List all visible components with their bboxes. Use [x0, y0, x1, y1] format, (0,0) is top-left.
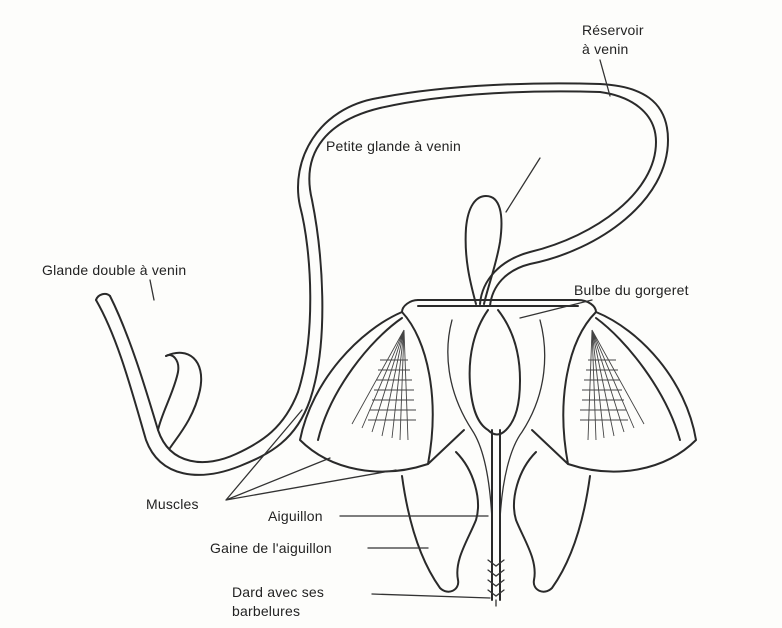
label-sheath: Gaine de l'aiguillon — [210, 540, 332, 557]
label-small-venom-gland: Petite glande à venin — [326, 138, 461, 155]
right-muscle-plate — [532, 312, 696, 472]
label-double-venom-gland: Glande double à venin — [42, 262, 186, 279]
venom-reservoir — [480, 84, 668, 306]
sting-sheath — [402, 452, 590, 592]
label-reservoir-line1: Réservoir — [582, 22, 644, 39]
label-muscles: Muscles — [146, 496, 199, 513]
sting-shaft — [488, 430, 504, 606]
label-bulb: Bulbe du gorgeret — [574, 282, 689, 299]
left-muscle-plate — [300, 312, 464, 472]
label-sting: Aiguillon — [268, 508, 323, 525]
label-dart-line2: barbelures — [232, 603, 300, 620]
label-dart-line1: Dard avec ses — [232, 584, 324, 601]
label-reservoir-line2: à venin — [582, 41, 629, 58]
